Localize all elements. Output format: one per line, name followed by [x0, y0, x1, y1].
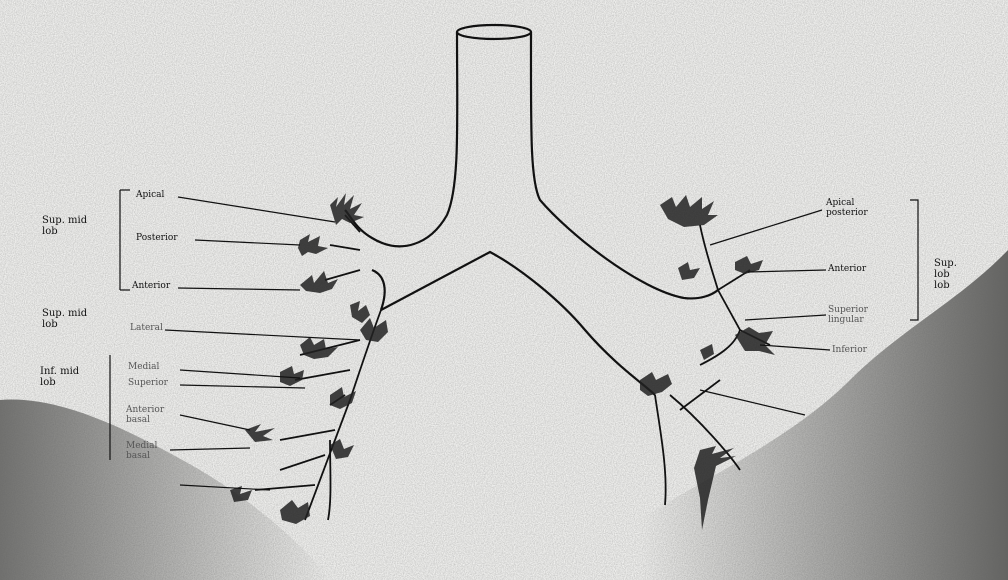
right-upper-lobe-label: Sup. mid lob: [42, 215, 87, 237]
left-upper-lobe-label: Sup. lob lob: [934, 258, 957, 291]
right-apical-label: Apical: [136, 190, 164, 200]
left-superior-lingular-label: Superior lingular: [828, 305, 868, 325]
right-posterior-label: Posterior: [136, 233, 178, 243]
right-medial-basal-label: Medial basal: [126, 441, 157, 461]
right-superior-label: Superior: [128, 378, 168, 388]
right-middle-lobe-label: Sup. mid lob: [42, 308, 87, 330]
right-lateral-label: Lateral: [130, 323, 163, 333]
right-lower-lobe-label: Inf. mid lob: [40, 366, 79, 388]
right-medial-label: Medial: [128, 362, 159, 372]
left-apical-posterior-label: Apical posterior: [826, 198, 868, 218]
right-anterior-label: Anterior: [132, 281, 170, 291]
left-anterior-label: Anterior: [828, 264, 866, 274]
left-inferior-label: Inferior: [832, 345, 867, 355]
right-anterior-basal-label: Anterior basal: [126, 405, 164, 425]
